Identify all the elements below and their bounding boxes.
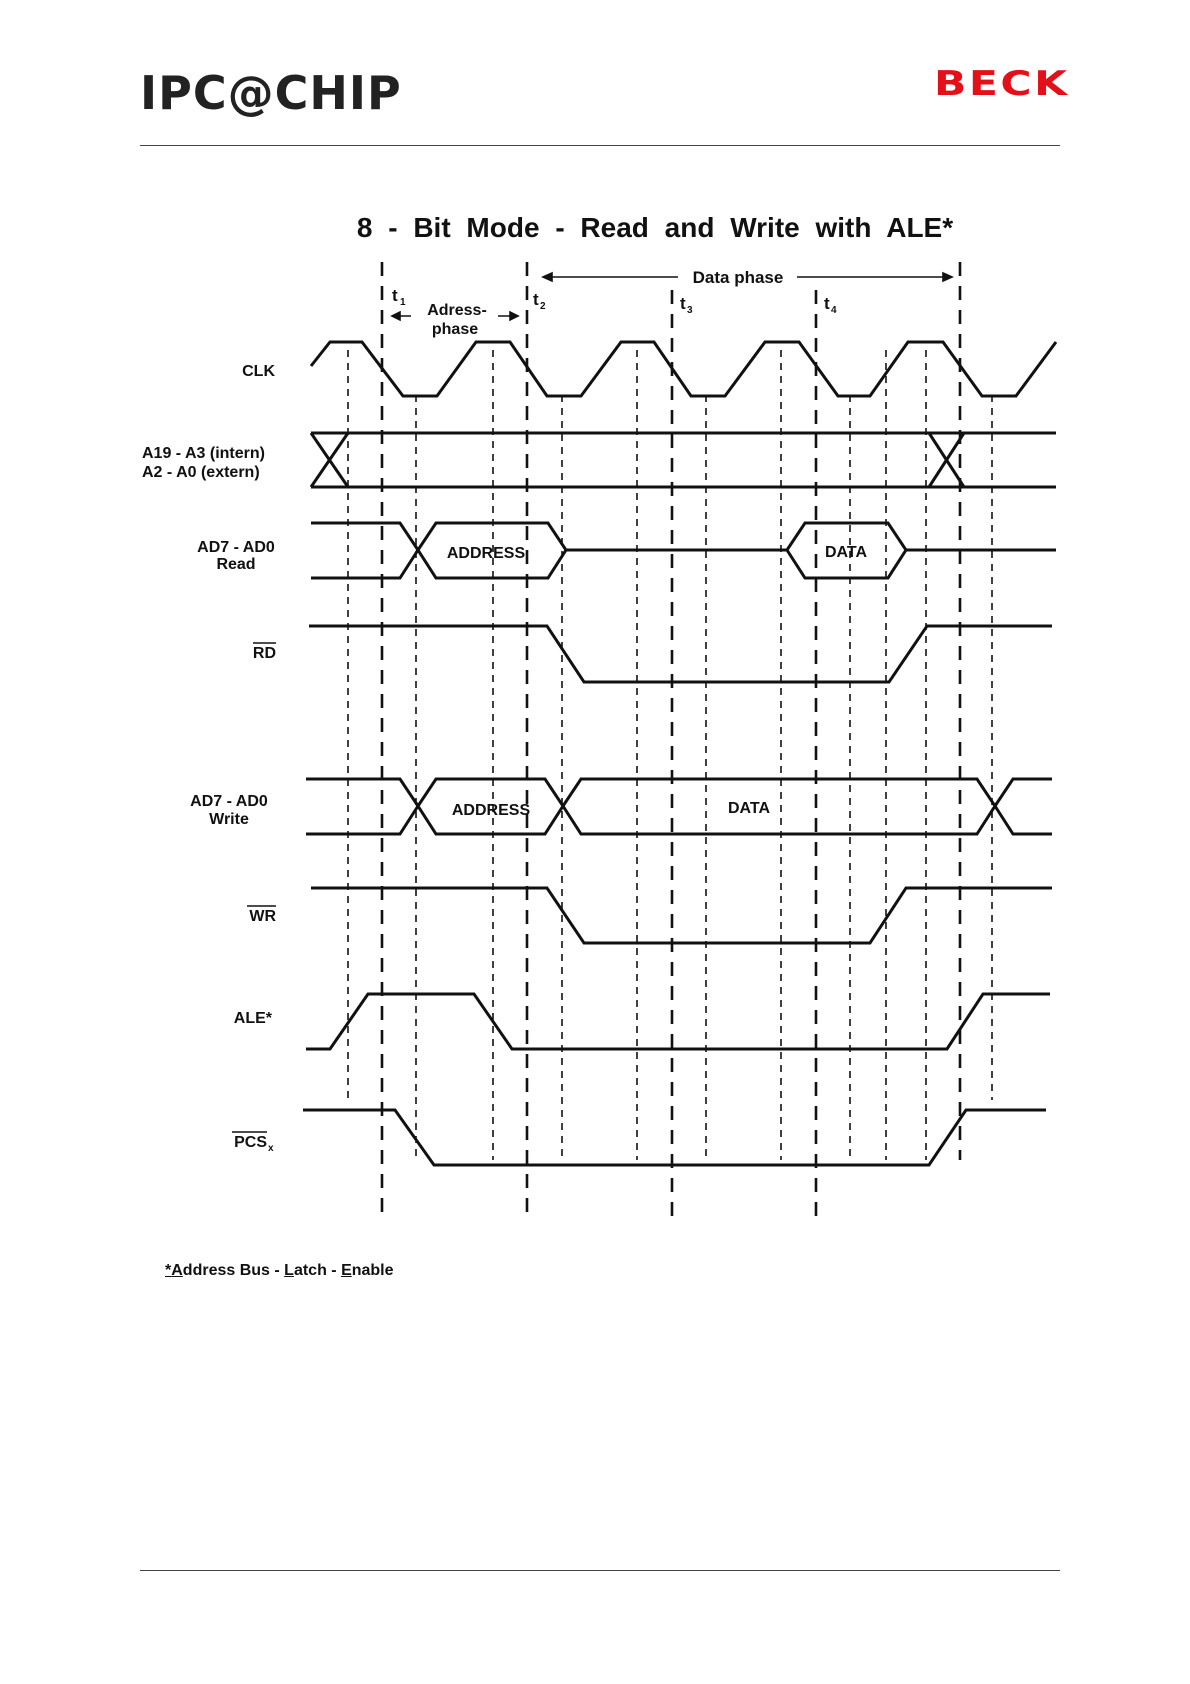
t4-label: t [824, 294, 830, 313]
wr-signal-label: WR [249, 908, 276, 925]
pcs-subscript: x [268, 1143, 274, 1154]
t4-subscript: 4 [831, 305, 837, 316]
ad-write-post-high [995, 779, 1052, 806]
footnote-nable: nable [352, 1262, 394, 1279]
wr-waveform [311, 888, 1052, 943]
t1-subscript: 1 [400, 297, 406, 308]
footnote-l: L [284, 1262, 294, 1279]
ad-read-signal-label: AD7 - AD0 [197, 539, 275, 556]
t2-subscript: 2 [540, 301, 546, 312]
ad-write-data-box [563, 779, 995, 834]
ad-write-pre-low [306, 806, 418, 834]
footnote-e: E [341, 1262, 352, 1279]
footnote-ddress: ddress Bus - [183, 1262, 284, 1279]
t3-subscript: 3 [687, 305, 693, 316]
ad-write-signal-label-2: Write [209, 811, 249, 828]
ad-read-pre-low [311, 550, 418, 578]
footnote-atch: atch - [294, 1262, 341, 1279]
address-bus-signal-label: A19 - A3 (intern) [142, 445, 265, 462]
pcs-signal-label: PCS [234, 1134, 267, 1151]
data-phase-label: Data phase [693, 268, 784, 287]
t3-label: t [680, 294, 686, 313]
write-address-label: ADDRESS [452, 802, 531, 819]
address-bus-signal-label-2: A2 - A0 (extern) [142, 464, 260, 481]
phase-markers [382, 262, 960, 1225]
footnote-a: A [171, 1262, 183, 1279]
ad-write-signal-label: AD7 - AD0 [190, 793, 268, 810]
clock-edge-guides [348, 350, 992, 1160]
ad-read-signal-label-2: Read [216, 556, 255, 573]
read-address-label: ADDRESS [447, 545, 526, 562]
ad-write-pre-high [306, 779, 418, 806]
clk-waveform [311, 342, 1056, 396]
write-data-label: DATA [728, 800, 771, 817]
rd-waveform [309, 626, 1052, 682]
footer-divider [140, 1570, 1060, 1571]
ale-footnote: *Address Bus - Latch - Enable [165, 1262, 394, 1280]
ad-read-pre-high [311, 523, 418, 550]
t2-label: t [533, 290, 539, 309]
rd-signal-label: RD [253, 645, 276, 662]
t1-label: t [392, 286, 398, 305]
pcs-waveform [303, 1110, 1046, 1165]
address-phase-label: Adress- [427, 302, 487, 319]
read-data-label: DATA [825, 544, 868, 561]
ad-write-post-low [995, 806, 1052, 834]
ale-signal-label: ALE* [234, 1010, 273, 1027]
ale-waveform [306, 994, 1050, 1049]
address-phase-label-2: phase [432, 321, 478, 338]
clk-signal-label: CLK [242, 363, 275, 380]
